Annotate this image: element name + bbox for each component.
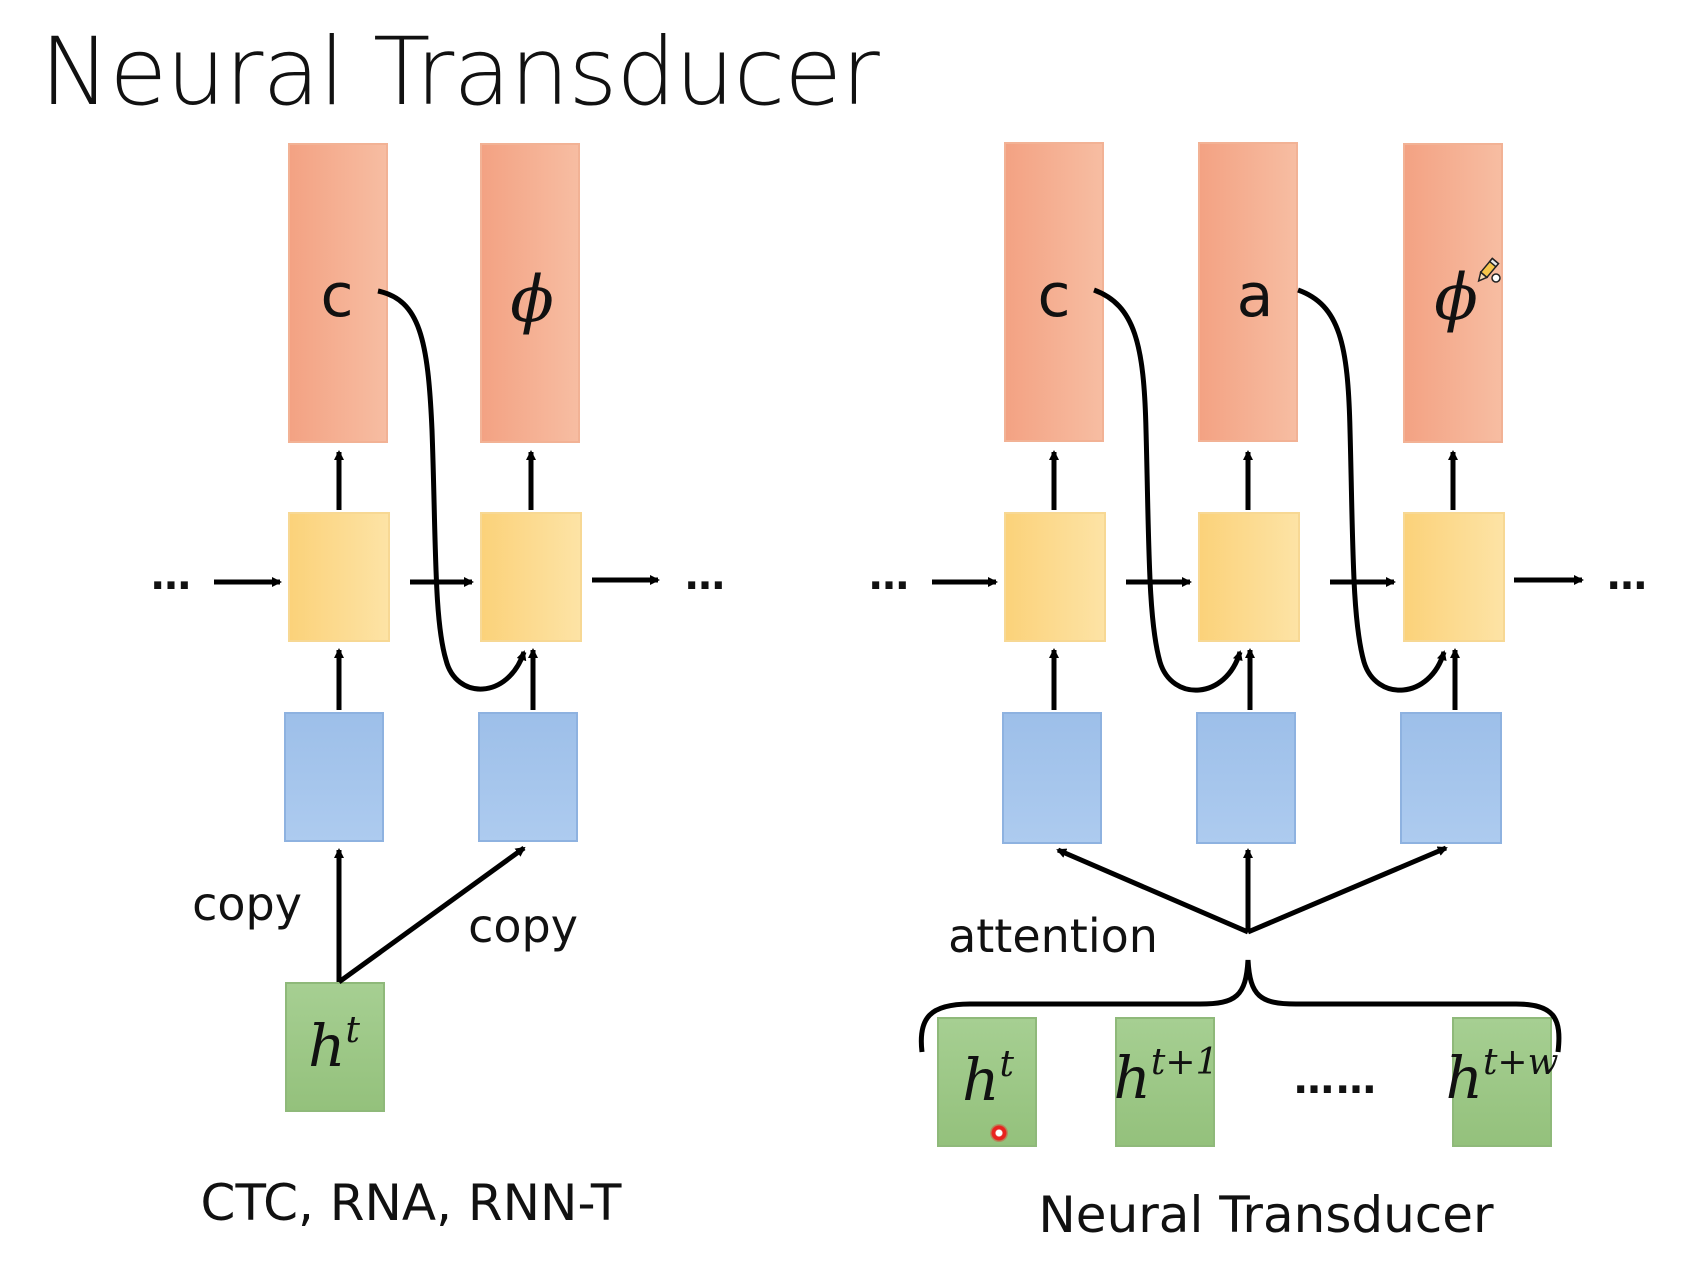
right-encoder-box-2 — [1196, 712, 1296, 844]
right-caption: Neural Transducer — [1038, 1186, 1494, 1244]
left-ellipsis-left: … — [151, 553, 193, 599]
attention-brace — [918, 959, 1562, 1053]
right-hidden-label-2: ht+1 — [1113, 1041, 1219, 1112]
left-hidden-box — [285, 982, 385, 1112]
attention-label: attention — [948, 909, 1158, 963]
right-output-label-1: c — [1037, 261, 1071, 331]
left-feedback-curve — [377, 288, 527, 692]
right-ellipsis-right: … — [1607, 553, 1649, 599]
right-feedback-curve-1 — [1093, 287, 1243, 693]
right-rnn-box-2 — [1198, 512, 1300, 642]
right-output-label-2: a — [1236, 261, 1274, 331]
right-rnn-box-3 — [1403, 512, 1505, 642]
right-ellipsis-left: … — [869, 553, 911, 599]
pointer-dot-icon — [990, 1124, 1008, 1142]
right-hidden-box-1 — [937, 1017, 1037, 1147]
left-copy-label-2: copy — [468, 899, 578, 953]
right-output-box-3 — [1403, 143, 1503, 443]
right-hidden-dots: …… — [1294, 1057, 1378, 1103]
page-title: Neural Transducer — [40, 18, 880, 127]
right-feedback-curve-2 — [1297, 287, 1447, 693]
right-hidden-label-3: ht+w — [1445, 1041, 1559, 1112]
right-hidden-label-1: ht — [962, 1043, 1014, 1114]
left-copy-arrow-2 — [337, 845, 526, 985]
right-hidden-box-3 — [1452, 1017, 1552, 1147]
attention-arrow-3 — [1247, 845, 1448, 935]
right-encoder-box-1 — [1002, 712, 1102, 844]
attention-arrow-1 — [1056, 847, 1249, 935]
left-caption: CTC, RNA, RNN-T — [200, 1174, 622, 1232]
left-output-label-2: ϕ — [510, 263, 554, 337]
left-output-box-1 — [288, 143, 388, 443]
right-output-label-3: ϕ — [1434, 261, 1478, 335]
left-copy-label-1: copy — [192, 877, 302, 931]
right-output-box-2 — [1198, 142, 1298, 442]
right-rnn-box-1 — [1004, 512, 1106, 642]
left-output-box-2 — [480, 143, 580, 443]
left-hidden-label: ht — [308, 1009, 360, 1080]
left-encoder-box-1 — [284, 712, 384, 842]
right-hidden-box-2 — [1115, 1017, 1215, 1147]
right-output-box-1 — [1004, 142, 1104, 442]
left-rnn-box-2 — [480, 512, 582, 642]
left-ellipsis-right: … — [685, 553, 727, 599]
right-encoder-box-3 — [1400, 712, 1502, 844]
left-output-label-1: c — [320, 261, 354, 331]
left-encoder-box-2 — [478, 712, 578, 842]
pencil-cursor-icon — [1477, 257, 1501, 283]
left-rnn-box-1 — [288, 512, 390, 642]
